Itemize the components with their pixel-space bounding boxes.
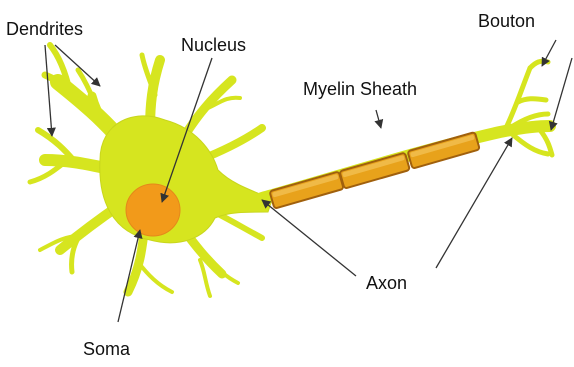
label-nucleus: Nucleus xyxy=(181,36,246,54)
arrow-axon-1 xyxy=(262,200,356,276)
arrow-bouton-2 xyxy=(551,58,572,130)
arrow-dendrites-1 xyxy=(45,45,52,136)
axon-terminals xyxy=(505,61,552,155)
label-bouton: Bouton xyxy=(478,12,535,30)
nucleus-shape xyxy=(126,184,180,236)
label-soma: Soma xyxy=(83,340,130,358)
label-axon: Axon xyxy=(366,274,407,292)
myelin-sheath-shape xyxy=(270,132,480,209)
arrow-myelin xyxy=(376,110,381,128)
label-dendrites: Dendrites xyxy=(6,20,83,38)
label-myelin-sheath: Myelin Sheath xyxy=(303,80,417,98)
